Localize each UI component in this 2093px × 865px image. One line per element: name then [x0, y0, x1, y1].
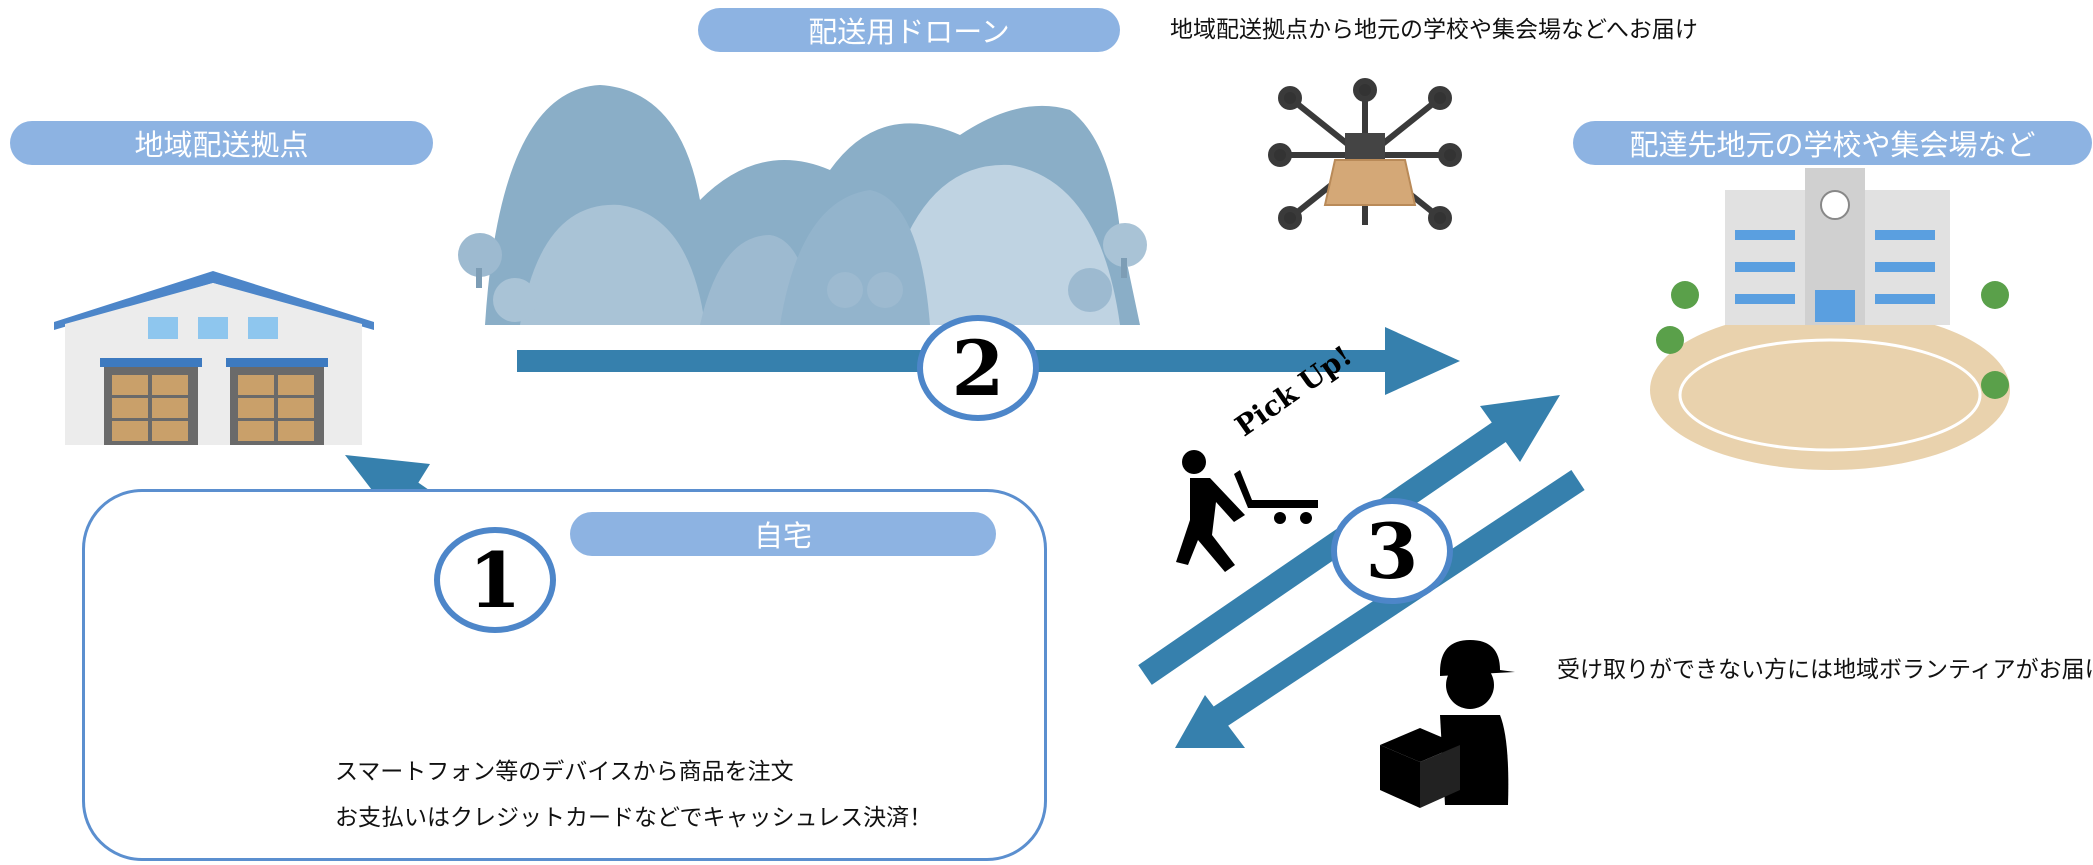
cart-worker-icon — [1176, 450, 1318, 572]
drone-icon — [1268, 78, 1462, 230]
delivery-person-icon — [1380, 640, 1515, 808]
drone-route-caption: 地域配送拠点から地元の学校や集会場などへお届け — [1170, 17, 1698, 43]
mountains-icon — [458, 85, 1147, 325]
destination-label: 配達先地元の学校や集会場など — [1573, 121, 2092, 165]
school-icon — [1650, 168, 2010, 470]
home-label: 自宅 — [570, 512, 996, 556]
yen-symbol: ¥ — [325, 623, 341, 649]
warehouse-icon — [54, 271, 374, 445]
payment-caption: お支払いはクレジットカードなどでキャッシュレス決済！ — [335, 805, 933, 831]
step-3-badge: 3 — [1331, 498, 1453, 604]
drone-label: 配送用ドローン — [698, 8, 1120, 52]
volunteer-caption: 受け取りができない方には地域ボランティアがお届け — [1557, 657, 2093, 683]
step-1-badge: 1 — [434, 527, 556, 633]
step-2-badge: 2 — [917, 315, 1039, 421]
order-caption: スマートフォン等のデバイスから商品を注文 — [335, 759, 794, 785]
hub-label: 地域配送拠点 — [10, 121, 433, 165]
